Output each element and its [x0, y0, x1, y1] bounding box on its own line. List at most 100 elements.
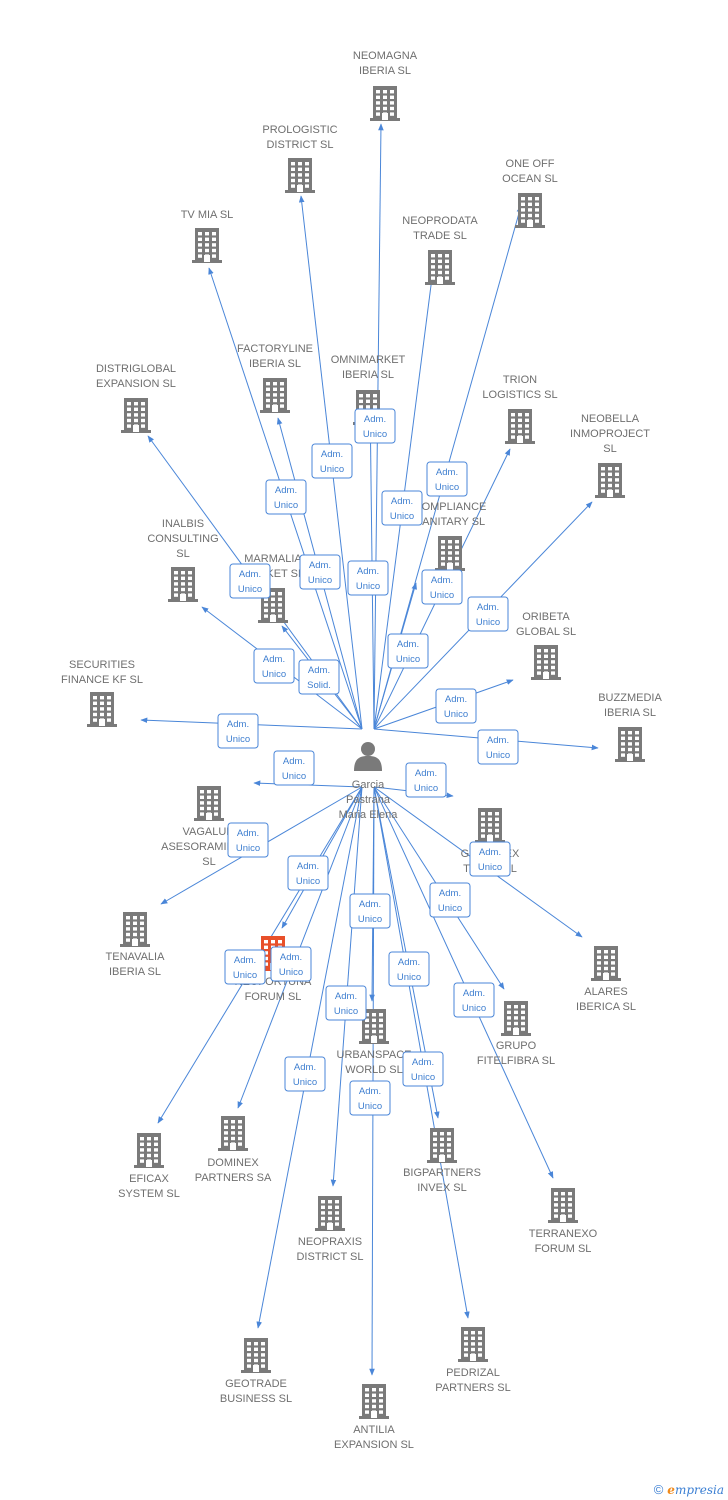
relation-text: Unico: [358, 1101, 382, 1112]
building-icon: [505, 409, 535, 444]
relation-text: Adm.: [398, 957, 420, 968]
company-label: NEOPRAXIS: [298, 1236, 362, 1248]
relation-label-prologistic: Adm. Unico: [311, 443, 353, 479]
company-label: SL: [176, 548, 189, 560]
relation-label-omnimarket: Adm. Unico: [347, 560, 389, 596]
company-label: PROLOGISTIC: [262, 124, 337, 136]
company-label: GEOTRADE: [225, 1378, 287, 1390]
relation-label-marmalia: Adm.Solid.: [298, 659, 340, 695]
relation-text: Unico: [462, 1003, 486, 1014]
relation-text: Unico: [476, 617, 500, 628]
company-label: CONSULTING: [147, 533, 218, 545]
relation-text: Adm.: [283, 756, 305, 767]
relation-text: Adm.: [412, 1057, 434, 1068]
relation-label-urbanspace: Adm.Unico: [349, 893, 391, 929]
relation-text: Adm.: [275, 485, 297, 496]
relation-text: Adm.: [321, 449, 343, 460]
company-node-prologistic[interactable]: PROLOGISTIC DISTRICT SL: [262, 124, 338, 193]
building-icon: [427, 1128, 457, 1163]
building-icon: [458, 1327, 488, 1362]
company-label: OMNIMARKET: [331, 354, 406, 366]
building-icon: [168, 567, 198, 602]
company-label: IBERIA SL: [359, 65, 411, 77]
company-node-neopraxis[interactable]: NEOPRAXIS DISTRICT SL: [296, 1196, 364, 1263]
building-icon: [260, 378, 290, 413]
company-label: SL: [603, 443, 616, 455]
relation-text: Adm.: [397, 639, 419, 650]
company-label: LOGISTICS SL: [482, 389, 557, 401]
relation-text: Unico: [438, 903, 462, 914]
relation-text: Unico: [390, 511, 414, 522]
relation-text: Solid.: [307, 680, 331, 691]
relation-text: Adm.: [391, 496, 413, 507]
company-label: EXPANSION SL: [334, 1439, 414, 1451]
company-label: GLOBAL SL: [516, 626, 576, 638]
building-icon: [515, 193, 545, 228]
relation-label-inalbis: Adm.Unico: [253, 648, 295, 684]
company-label: COMPLIANCE: [414, 501, 487, 513]
company-label: MARMALIA: [244, 553, 302, 565]
relation-text: Unico: [320, 464, 344, 475]
relation-label-grupo-fitelfibra: Adm.Unico: [429, 882, 471, 918]
company-label: WORLD SL: [345, 1064, 402, 1076]
relation-text: Adm.: [477, 602, 499, 613]
company-label: PEDRIZAL: [446, 1367, 500, 1379]
relation-label-dominex: Adm.Unico: [270, 946, 312, 982]
company-label: DISTRICT SL: [266, 139, 333, 151]
brand-logo-initial: e: [667, 1483, 675, 1497]
building-icon: [315, 1196, 345, 1231]
relation-label-tv-mia: Adm. Unico: [265, 479, 307, 515]
relation-label-securities: Adm.Unico: [217, 713, 259, 749]
relation-text: Unico: [282, 771, 306, 782]
person-icon: [354, 742, 382, 771]
relation-label-neomagna: Adm.Unico: [354, 408, 396, 444]
relation-text: Unico: [274, 500, 298, 511]
company-label: IBERICA SL: [576, 1001, 636, 1013]
footer-brand[interactable]: ©empresia: [654, 1482, 724, 1497]
company-node-distriglobal[interactable]: DISTRIGLOBAL EXPANSION SL: [96, 363, 176, 433]
relation-text: Adm.: [357, 566, 379, 577]
company-label: DISTRICT SL: [296, 1251, 363, 1263]
building-icon: [548, 1188, 578, 1223]
relation-text: Adm.: [294, 1062, 316, 1073]
building-icon: [218, 1116, 248, 1151]
company-label: DOMINEX: [207, 1157, 259, 1169]
company-label: EXPANSION SL: [96, 378, 176, 390]
person-name: Maria Elena: [339, 809, 399, 821]
relation-label-antilia: Adm.Unico: [349, 1080, 391, 1116]
company-label: SYSTEM SL: [118, 1188, 180, 1200]
company-label: BUZZMEDIA: [598, 692, 662, 704]
building-icon: [121, 398, 151, 433]
company-node-tv-mia[interactable]: TV MIA SL: [181, 209, 234, 263]
company-label: IBERIA SL: [109, 966, 161, 978]
relation-text: Adm.: [335, 991, 357, 1002]
relation-text: Unico: [356, 581, 380, 592]
relation-text: Unico: [262, 669, 286, 680]
company-label: DISTRIGLOBAL: [96, 363, 176, 375]
relation-label-terranexo: Adm.Unico: [453, 982, 495, 1018]
relation-label-compliance: Adm.Unico: [387, 633, 429, 669]
